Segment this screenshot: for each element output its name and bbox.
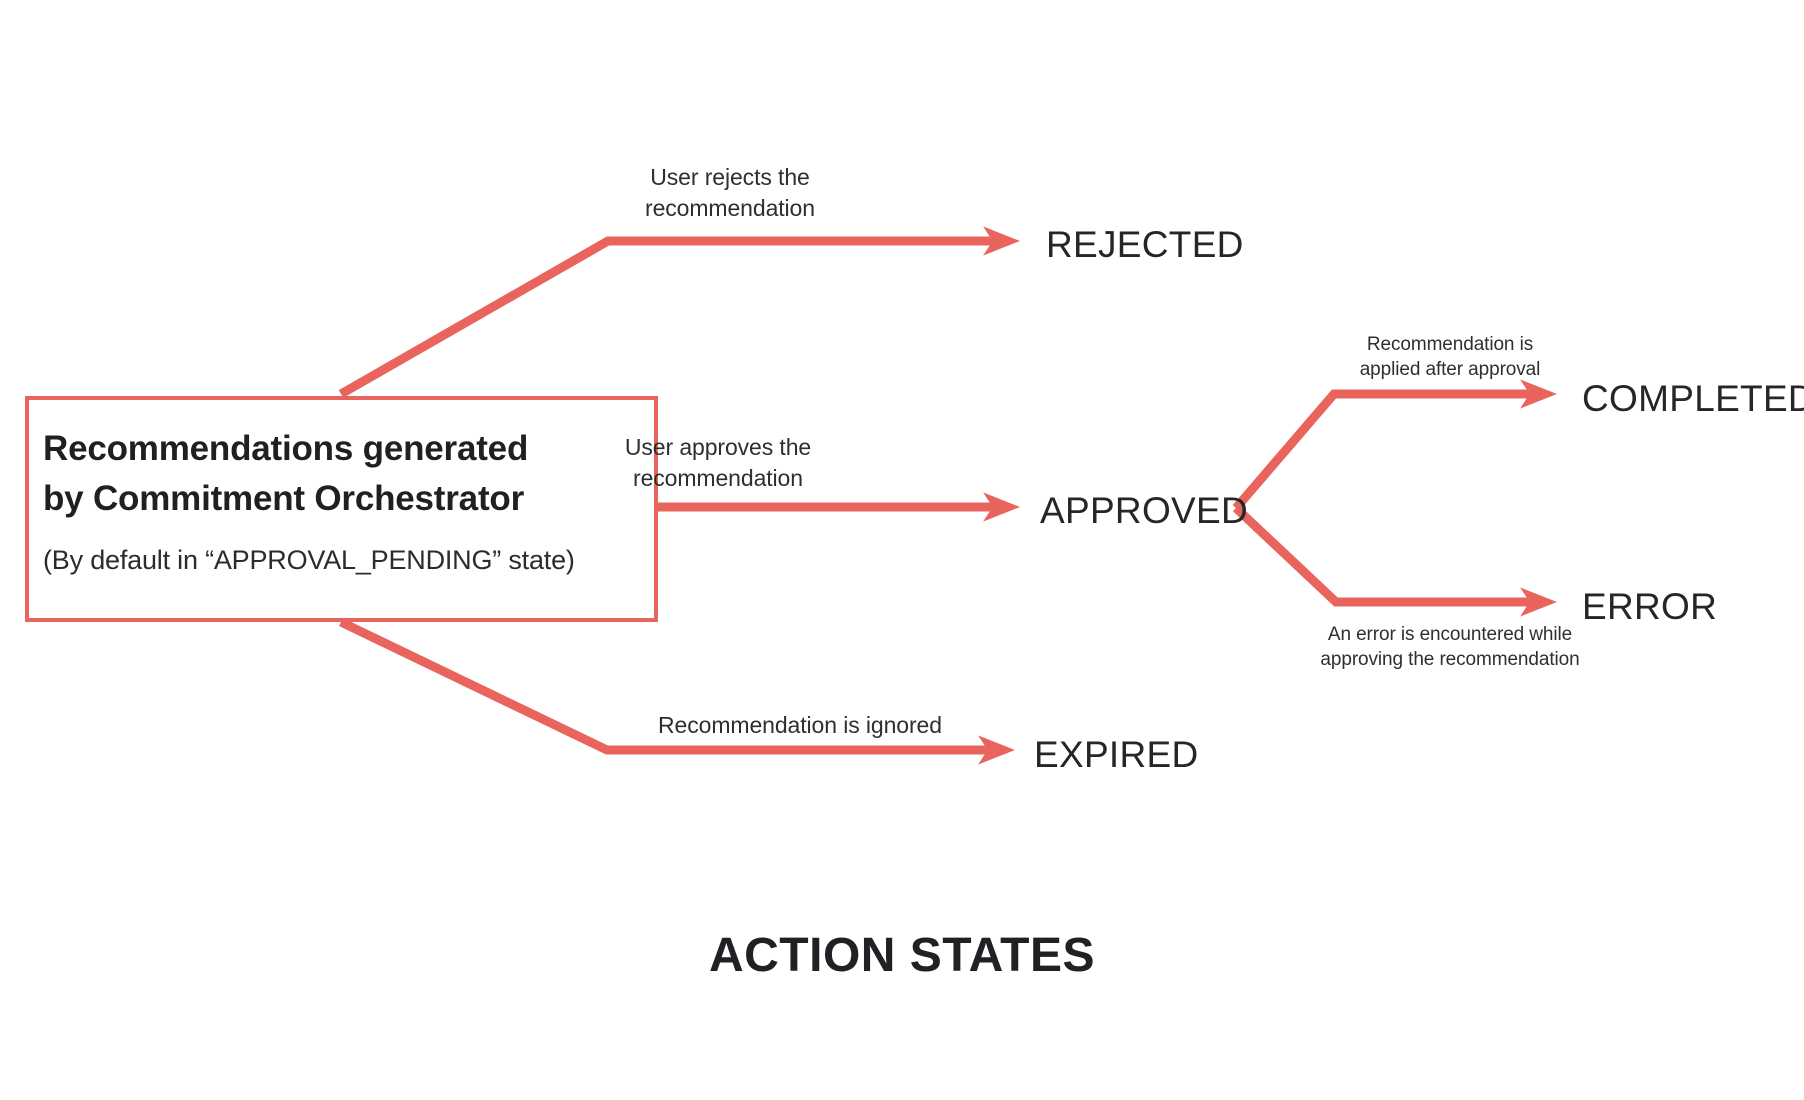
source-node: Recommendations generated by Commitment … [25, 396, 658, 622]
state-error: ERROR [1582, 586, 1718, 627]
state-completed: COMPLETED [1582, 378, 1804, 419]
caption-to-completed: Recommendation is applied after approval [1359, 334, 1541, 381]
edge-to-rejected [338, 226, 1021, 398]
caption-to-rejected: User rejects the recommendation [645, 164, 815, 221]
source-node-subtitle: (By default in “APPROVAL_PENDING” state) [43, 545, 575, 576]
edge-to-completed [1232, 379, 1558, 511]
caption-to-expired: Recommendation is ignored [658, 712, 942, 738]
caption-to-error: An error is encountered while approving … [1320, 624, 1580, 671]
state-approved: APPROVED [1040, 490, 1249, 531]
state-rejected: REJECTED [1046, 224, 1244, 265]
caption-to-approved: User approves the recommendation [624, 434, 812, 491]
source-node-title: Recommendations generated by Commitment … [43, 429, 529, 518]
edge-to-error [1232, 504, 1558, 617]
state-expired: EXPIRED [1034, 734, 1199, 775]
diagram-title: ACTION STATES [708, 929, 1096, 982]
